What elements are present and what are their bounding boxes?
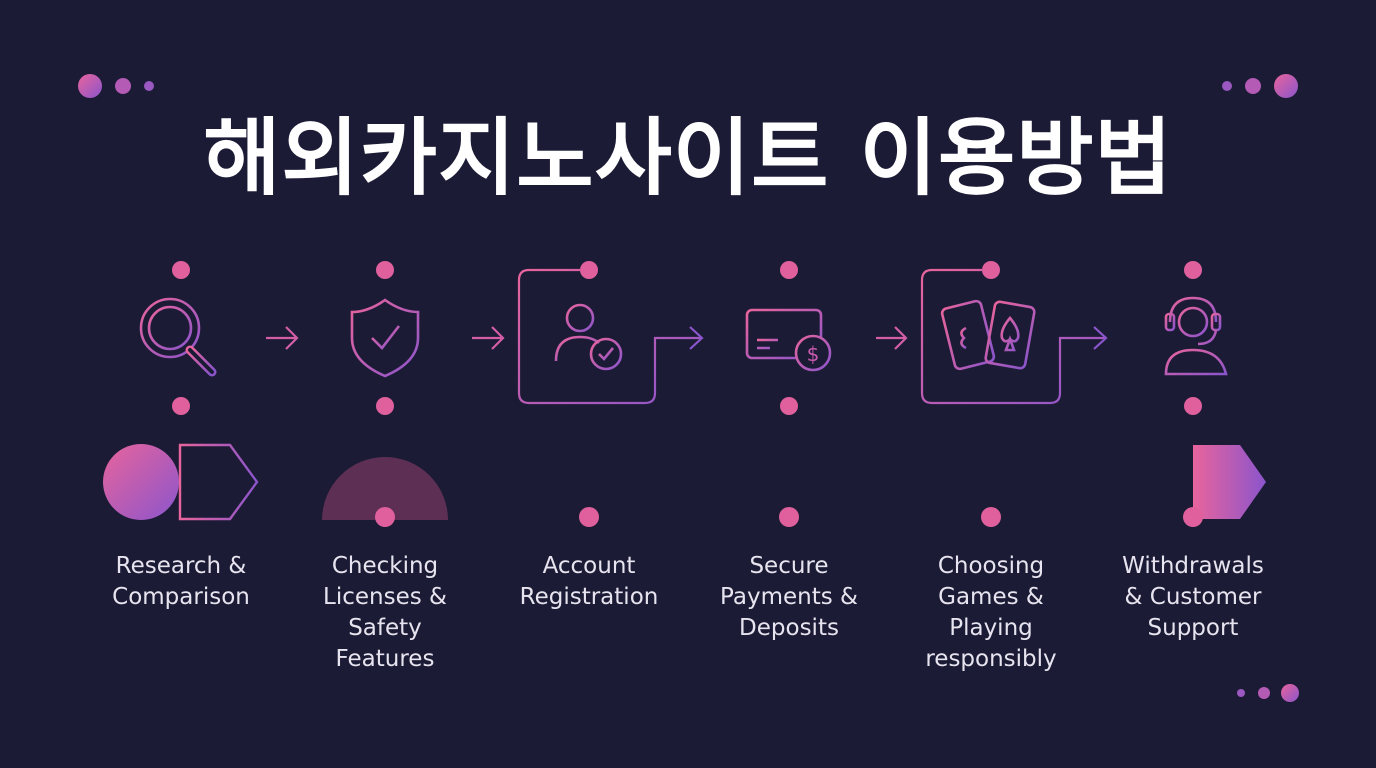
step-label-payments: Secure Payments & Deposits [720,553,858,641]
svg-text:$: $ [807,342,820,366]
user-check-icon [554,303,623,371]
shield-check-icon [350,298,420,378]
decor-dots-top-right [1222,74,1298,98]
decor-shapes [103,443,1266,521]
icon-frames [517,268,1108,405]
step-label-research: Research & Comparison [112,553,250,610]
flow-arrows [266,326,908,350]
node-dots [172,261,1202,415]
decor-dots-bottom-right [1237,684,1299,702]
playing-cards-icon [940,299,1036,371]
step-label-games: Choosing Games & Playing responsibly [925,553,1057,672]
decor-dots-top-left [78,74,154,98]
card-dollar-icon: $ [745,308,832,372]
headset-user-icon [1164,296,1228,376]
step-label-account: Account Registration [519,553,659,610]
lower-node-dots [375,507,1203,527]
connectors [383,444,993,517]
step-label-licenses: Checking Licenses & Safety Features [323,553,447,672]
magnifier-icon [139,297,217,377]
step-label-withdrawals: Withdrawals & Customer Support [1122,553,1264,641]
page-title: 해외카지노사이트 이용방법 [203,109,1173,207]
